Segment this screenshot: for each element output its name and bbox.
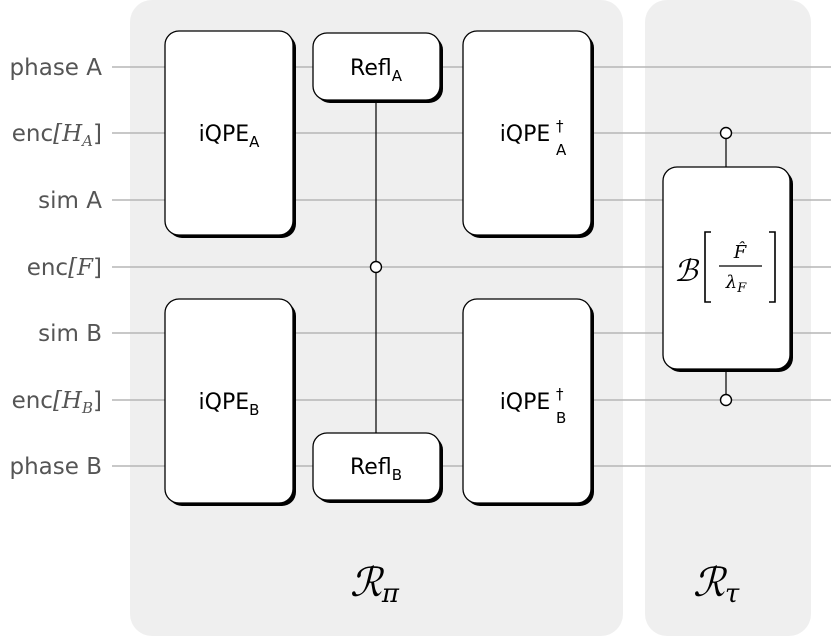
gate-refl-b: ReflB	[312, 432, 443, 503]
wire-label-sim-a: sim A	[38, 188, 102, 214]
wire-label-enc-hb: enc[HB]	[12, 388, 102, 417]
svg-text:ReflA: ReflA	[350, 56, 403, 85]
control-dot-enc-f	[369, 260, 383, 274]
gate-iqpe-b: iQPEB	[164, 298, 296, 506]
region-label-tau: ℛτ	[693, 560, 740, 609]
svg-text:B: B	[556, 409, 566, 427]
bracket-left	[704, 231, 711, 303]
wire-label-phase-a: phase A	[10, 55, 103, 81]
wire-label-enc-f: enc[F]	[27, 255, 102, 281]
svg-text:iQPE: iQPE	[500, 390, 551, 415]
wire-label-phase-b: phase B	[10, 454, 103, 480]
gate-iqpe-b-dagger: iQPE † B	[462, 298, 594, 506]
svg-text:iQPEB: iQPEB	[199, 390, 260, 419]
svg-text:A: A	[556, 141, 567, 159]
gate-block-encoding: ℬ F̂ λF	[662, 166, 793, 372]
fraction-numerator: F̂	[733, 241, 748, 263]
bracket-right	[769, 231, 776, 303]
svg-text:†: †	[556, 385, 564, 403]
region-label-pi: ℛπ	[350, 560, 400, 609]
wire-label-enc-ha: enc[HA]	[12, 121, 102, 150]
fraction-denominator: λF	[725, 272, 747, 296]
svg-text:iQPE: iQPE	[500, 122, 551, 147]
svg-text:†: †	[556, 117, 564, 135]
gate-iqpe-a-dagger: iQPE † A	[462, 30, 594, 238]
svg-text:ReflB: ReflB	[350, 455, 402, 484]
wire-label-sim-b: sim B	[38, 321, 102, 347]
control-dot-enc-hb	[719, 393, 733, 407]
block-encoding-script: ℬ	[674, 254, 700, 289]
gate-iqpe-a: iQPEA	[164, 30, 296, 238]
gate-refl-a: ReflA	[312, 32, 443, 103]
control-dot-enc-ha	[719, 126, 733, 140]
svg-text:iQPEA: iQPEA	[199, 122, 261, 151]
